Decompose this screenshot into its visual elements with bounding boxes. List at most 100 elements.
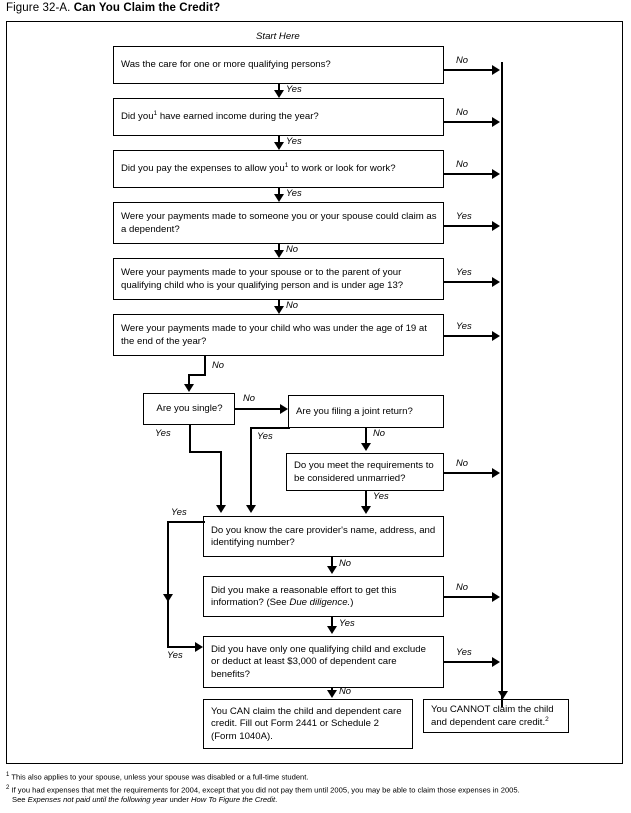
connector-q5-to-q6 bbox=[278, 300, 280, 308]
question-box-q4: Were your payments made to someone you o… bbox=[113, 202, 444, 244]
arrowhead-q5-to-q6 bbox=[274, 306, 284, 314]
arrowhead-q9-yes-to-q10 bbox=[361, 506, 371, 514]
label-yes-q8: Yes bbox=[257, 430, 273, 441]
connector-q7-yes-v2 bbox=[220, 451, 222, 506]
arrowhead-q2-to-q3 bbox=[274, 142, 284, 150]
label-no-q7: No bbox=[243, 392, 255, 403]
label-yes-q10-second: Yes bbox=[167, 649, 183, 660]
question-box-q7-single: Are you single? bbox=[143, 393, 235, 425]
connector-q10-yes-h1 bbox=[167, 521, 205, 523]
connector-q6-yes bbox=[444, 335, 494, 337]
question-text-q12: Did you have only one qualifying child a… bbox=[211, 643, 426, 680]
footnote-2-line2-post: . bbox=[275, 795, 278, 805]
footnote-2-line2: See Expenses not paid until the followin… bbox=[6, 795, 626, 805]
connector-q7-yes-h bbox=[189, 451, 222, 453]
label-yes-q11: Yes bbox=[339, 617, 355, 628]
footnote-2-marker: 2 bbox=[6, 784, 10, 791]
result-box-can-claim: You CAN claim the child and dependent ca… bbox=[203, 699, 413, 749]
label-yes-q1: Yes bbox=[286, 83, 302, 94]
question-text-q1: Was the care for one or more qualifying … bbox=[121, 59, 331, 71]
label-yes-q6-exit: Yes bbox=[456, 320, 472, 331]
question-text-q10: Do you know the care provider's name, ad… bbox=[211, 524, 436, 548]
footnote-2-italic-2: How To Figure the Credit bbox=[191, 795, 276, 805]
label-yes-q4-exit: Yes bbox=[456, 210, 472, 221]
arrowhead-q12-yes bbox=[492, 657, 500, 667]
arrowhead-q8-yes-to-q10 bbox=[246, 505, 256, 513]
arrowhead-q8-to-q9 bbox=[361, 443, 371, 451]
connector-q3-no bbox=[444, 173, 494, 175]
arrowhead-q1-to-q2 bbox=[274, 90, 284, 98]
label-yes-q7: Yes bbox=[155, 427, 171, 438]
question-box-q2: Did you1 have earned income during the y… bbox=[113, 98, 444, 136]
figure-heading: Can You Claim the Credit? bbox=[73, 2, 221, 14]
arrowhead-q5-yes bbox=[492, 277, 500, 287]
question-box-q9-unmarried: Do you meet the requirements to be consi… bbox=[286, 453, 444, 491]
question-box-q3: Did you pay the expenses to allow you1 t… bbox=[113, 150, 444, 188]
connector-q6-to-q7-v1 bbox=[204, 356, 206, 376]
question-box-q8-joint-return: Are you filing a joint return? bbox=[288, 395, 444, 428]
footnote-2-line2-mid: under bbox=[167, 795, 192, 805]
question-text-q9: Do you meet the requirements to be consi… bbox=[294, 460, 434, 484]
figure-number: Figure 32-A. bbox=[6, 2, 71, 14]
connector-q2-no bbox=[444, 121, 494, 123]
question-box-q12-dependent-care-benefits: Did you have only one qualifying child a… bbox=[203, 636, 444, 688]
arrowhead-q1-no bbox=[492, 65, 500, 75]
result-text-can: You CAN claim the child and dependent ca… bbox=[211, 705, 402, 742]
connector-q1-no bbox=[444, 69, 494, 71]
arrowhead-q7-no-to-q8 bbox=[280, 404, 288, 414]
question-text-q7: Are you single? bbox=[156, 403, 223, 415]
question-box-q10-provider-info: Do you know the care provider's name, ad… bbox=[203, 516, 444, 557]
arrowhead-q11-no bbox=[492, 592, 500, 602]
arrowhead-q6-yes bbox=[492, 331, 500, 341]
arrowhead-q2-no bbox=[492, 117, 500, 127]
connector-q12-yes bbox=[444, 661, 494, 663]
question-box-q6: Were your payments made to your child wh… bbox=[113, 314, 444, 356]
question-text-q3: Did you pay the expenses to allow you1 t… bbox=[121, 162, 396, 175]
footnote-1-marker: 1 bbox=[6, 772, 10, 778]
connector-q11-to-q12 bbox=[331, 617, 333, 628]
connector-q8-yes-h bbox=[250, 427, 290, 429]
footnote-1-text: This also applies to your spouse, unless… bbox=[11, 772, 309, 782]
connector-q5-yes bbox=[444, 281, 494, 283]
label-yes-q12-exit: Yes bbox=[456, 646, 472, 657]
footnote-ref-1b: 1 bbox=[284, 162, 289, 170]
figure-title: Figure 32-A. Can You Claim the Credit? bbox=[6, 2, 220, 14]
footnote-ref-1: 1 bbox=[153, 110, 158, 118]
question-text-q6: Were your payments made to your child wh… bbox=[121, 323, 427, 347]
start-here-label: Start Here bbox=[256, 31, 300, 42]
label-yes-q5-exit: Yes bbox=[456, 266, 472, 277]
connector-q6-to-q7-v2 bbox=[188, 374, 190, 385]
connector-q7-no-to-q8 bbox=[235, 408, 282, 410]
question-text-q2: Did you1 have earned income during the y… bbox=[121, 110, 319, 123]
arrowhead-q10-yes-mid bbox=[163, 594, 173, 602]
footnote-2: 2 If you had expenses that met the requi… bbox=[6, 783, 626, 796]
footnote-2-text: If you had expenses that met the require… bbox=[11, 785, 520, 795]
label-yes-q2: Yes bbox=[286, 135, 302, 146]
question-text-q4: Were your payments made to someone you o… bbox=[121, 211, 437, 235]
connector-q7-yes-v1 bbox=[189, 425, 191, 453]
label-no-q6: No bbox=[212, 359, 224, 370]
connector-q10-yes-v bbox=[167, 521, 169, 648]
arrowhead-rail-to-cannot bbox=[498, 691, 508, 699]
question-box-q1: Was the care for one or more qualifying … bbox=[113, 46, 444, 84]
result-text-cannot: You CANNOT claim the child and dependent… bbox=[431, 704, 554, 728]
question-text-q11: Did you make a reasonable effort to get … bbox=[211, 584, 397, 608]
footnote-1: 1 This also applies to your spouse, unle… bbox=[6, 770, 626, 783]
flowchart-frame: Start Here Was the care for one or more … bbox=[6, 21, 623, 764]
arrowhead-q6-to-q7 bbox=[184, 384, 194, 392]
result-box-cannot-claim: You CANNOT claim the child and dependent… bbox=[423, 699, 569, 733]
arrowhead-q11-to-q12 bbox=[327, 626, 337, 634]
connector-q10-yes-h2 bbox=[167, 646, 199, 648]
arrowhead-q9-no bbox=[492, 468, 500, 478]
arrowhead-q4-yes bbox=[492, 221, 500, 231]
arrowhead-q3-no bbox=[492, 169, 500, 179]
connector-q8-to-q9 bbox=[365, 428, 367, 445]
connector-q1-to-q2 bbox=[278, 84, 280, 92]
connector-q9-no bbox=[444, 472, 494, 474]
arrowhead-q10-yes-to-q12 bbox=[195, 642, 203, 652]
label-no-q2-exit: No bbox=[456, 106, 468, 117]
connector-q6-to-q7-h bbox=[188, 374, 206, 376]
connector-q2-to-q3 bbox=[278, 136, 280, 144]
label-no-q5: No bbox=[286, 299, 298, 310]
